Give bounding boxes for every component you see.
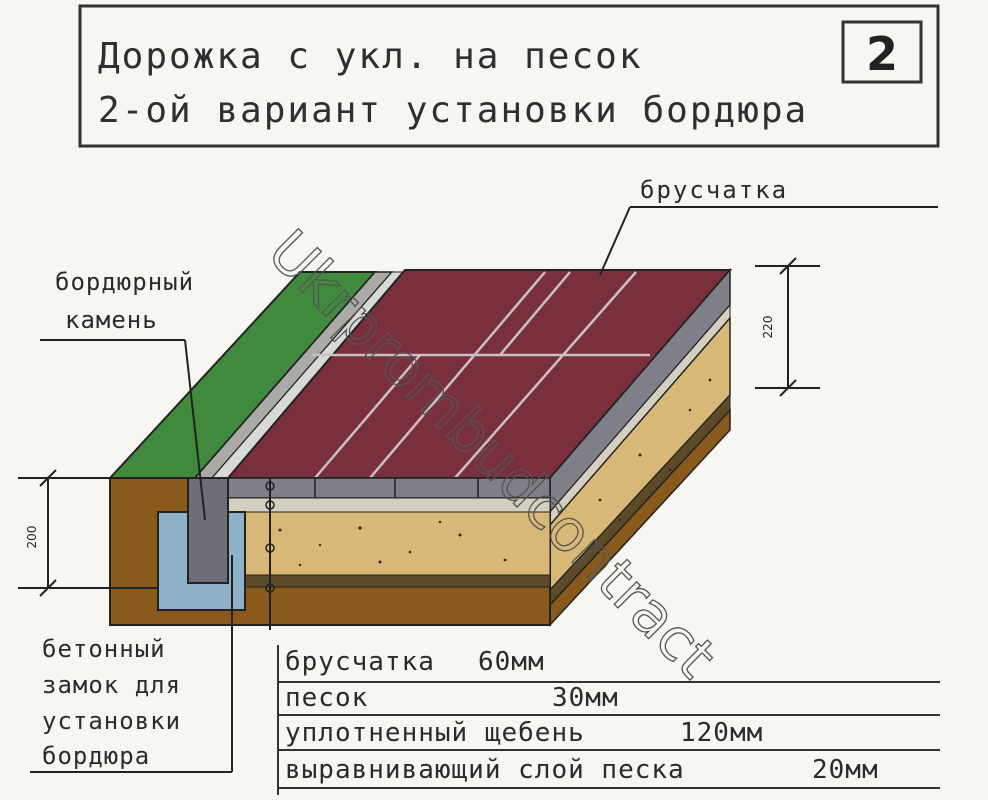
- soil-speckles: [278, 378, 712, 567]
- title-line-1: Дорожка с укл. на песок: [98, 36, 643, 77]
- legend-rows: брусчатка 60мм песок 30мм уплотненный ще…: [285, 647, 879, 785]
- curb-label-line-1: бордюрный: [55, 268, 194, 296]
- legend-row-2-name: песок: [285, 683, 368, 713]
- paving-joints: [312, 271, 650, 479]
- sheet-number-box: [841, 20, 923, 84]
- legend-row-4-name: выравнивающий слой песка: [285, 755, 685, 785]
- lock-label-line-2: замок для: [42, 671, 181, 699]
- layer-markers: [265, 481, 275, 593]
- legend-grid: [277, 645, 940, 795]
- lock-label-line-4: бордюра: [42, 742, 150, 770]
- paving-label: брусчатка: [640, 176, 788, 204]
- left-dimension-value: 200: [25, 526, 39, 549]
- right-dimension-value: 220: [761, 316, 775, 339]
- curb-stone: [187, 477, 229, 584]
- left-dimension: [18, 469, 158, 597]
- lock-label-line-1: бетонный: [42, 635, 166, 663]
- sand-front-face: [244, 511, 551, 576]
- legend-row-3-name: уплотненный щебень: [285, 718, 585, 748]
- legend-row-3-thickness: 120мм: [680, 718, 763, 748]
- legend-row-1-name: брусчатка: [285, 647, 435, 677]
- lock-label-line-3: установки: [42, 707, 181, 735]
- title-line-2: 2-ой вариант установки бордюра: [98, 90, 808, 131]
- levelling-front-face: [244, 574, 551, 588]
- paving-leader: [599, 206, 631, 276]
- curb-label-line-2: камень: [65, 306, 158, 334]
- legend-row-1-thickness: 60мм: [478, 647, 545, 677]
- legend-row-4-thickness: 20мм: [812, 755, 879, 785]
- title-frame: [78, 4, 940, 148]
- legend-row-2-thickness: 30мм: [552, 683, 619, 713]
- paving-front-joints: [314, 478, 479, 498]
- right-dimension: [755, 257, 820, 397]
- sheet-number: 2: [866, 27, 898, 81]
- curb-leader: [184, 339, 206, 521]
